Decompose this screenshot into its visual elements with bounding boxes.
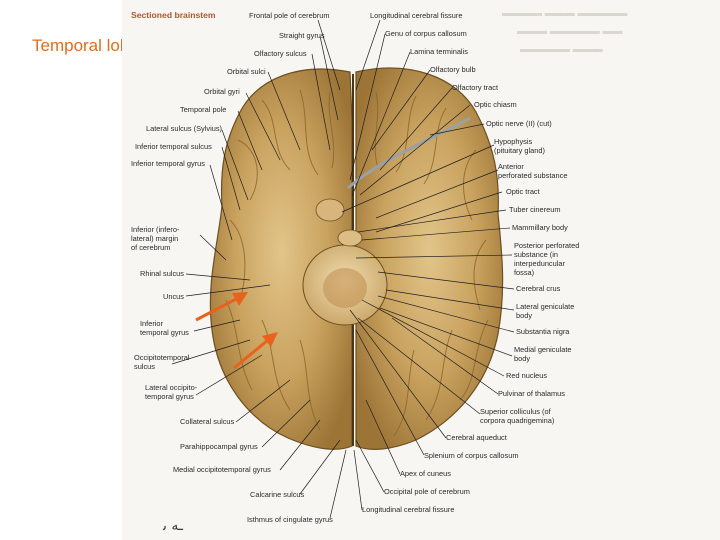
label-frontal-pole: Frontal pole of cerebrum (249, 11, 330, 20)
label-inferior-margin-3: of cerebrum (131, 243, 170, 252)
right-hemisphere (355, 67, 504, 450)
label-cerebral-crus: Cerebral crus (516, 284, 561, 293)
label-occipital-pole: Occipital pole of cerebrum (384, 487, 470, 496)
label-anterior-perforated-b: perforated substance (498, 171, 567, 180)
label-optic-tract: Optic tract (506, 187, 540, 196)
label-isthmus-cingulate: Isthmus of cingulate gyrus (247, 515, 333, 524)
label-inferior-temporal-gyrus-2a: Inferior (140, 319, 164, 328)
label-medial-geniculate-b: body (514, 354, 530, 363)
scan-artifact: ـﻪ ﯨ (163, 518, 183, 534)
label-lamina-terminalis: Lamina terminalis (410, 47, 468, 56)
orange-arrow-icon (195, 292, 278, 370)
label-lateral-occipitotemporal-a: Lateral occipito- (145, 383, 198, 392)
label-mammillary-body: Mammillary body (512, 223, 568, 232)
label-optic-nerve: Optic nerve (II) (cut) (486, 119, 552, 128)
label-uncus: Uncus (163, 292, 184, 301)
label-apex-cuneus: Apex of cuneus (400, 469, 451, 478)
hypophysis (315, 198, 345, 222)
label-inferior-margin-2: lateral) margin (131, 234, 178, 243)
label-red-nucleus: Red nucleus (506, 371, 547, 380)
gyri-texture (225, 89, 489, 437)
label-orbital-gyri: Orbital gyri (204, 87, 240, 96)
label-orbital-sulci: Orbital sulci (227, 67, 266, 76)
label-olfactory-tract: Olfactory tract (452, 83, 498, 92)
label-lateral-occipitotemporal-b: temporal gyrus (145, 392, 194, 401)
slide-title: Temporal lobe (32, 36, 139, 55)
label-rhinal-sulcus: Rhinal sulcus (140, 269, 184, 278)
label-lateral-geniculate-a: Lateral geniculate (516, 302, 574, 311)
label-pulvinar: Pulvinar of thalamus (498, 389, 565, 398)
label-hypophysis-b: (pituitary gland) (494, 146, 545, 155)
label-collateral-sulcus: Collateral sulcus (180, 417, 235, 426)
label-posterior-perforated-d: fossa) (514, 268, 534, 277)
label-medial-occipitotemporal-gyrus: Medial occipitotemporal gyrus (173, 465, 271, 474)
label-olfactory-bulb: Olfactory bulb (430, 65, 476, 74)
label-inferior-temporal-sulcus: Inferior temporal sulcus (135, 142, 212, 151)
label-superior-colliculus-a: Superior colliculus (of (480, 407, 552, 416)
label-calcarine-sulcus: Calcarine sulcus (250, 490, 305, 499)
label-inferior-margin-1: Inferior (infero- (131, 225, 180, 234)
label-inferior-temporal-gyrus: Inferior temporal gyrus (131, 159, 205, 168)
ghost-text: ▬▬▬▬▬ ▬▬▬ (520, 44, 603, 55)
label-cerebral-aqueduct: Cerebral aqueduct (446, 433, 507, 442)
label-temporal-pole: Temporal pole (180, 105, 226, 114)
label-posterior-perforated-b: substance (in (514, 250, 558, 259)
label-posterior-perforated-c: interpeduncular (514, 259, 565, 268)
label-longitudinal-fissure: Longitudinal cerebral fissure (370, 11, 462, 20)
optic-nerve (347, 116, 471, 190)
label-substantia-nigra: Substantia nigra (516, 327, 570, 336)
label-inferior-temporal-gyrus-2b: temporal gyrus (140, 328, 189, 337)
label-lateral-sulcus: Lateral sulcus (Sylvius) (146, 124, 222, 133)
label-olfactory-sulcus: Olfactory sulcus (254, 49, 307, 58)
label-parahippocampal-gyrus: Parahippocampal gyrus (180, 442, 258, 451)
ghost-text: ▬▬▬▬ ▬▬▬ ▬▬▬▬▬ (502, 8, 628, 19)
label-tuber-cinereum: Tuber cinereum (509, 205, 560, 214)
mammillary-bodies (337, 229, 363, 247)
label-superior-colliculus-b: corpora quadrigemina) (480, 416, 554, 425)
leader-lines-right (341, 19, 515, 511)
label-straight-gyrus: Straight gyrus (279, 31, 325, 40)
ghost-text: ▬▬▬ ▬▬▬▬▬ ▬▬ (517, 26, 623, 37)
label-optic-chiasm: Optic chiasm (474, 100, 517, 109)
label-lateral-geniculate-b: body (516, 311, 532, 320)
label-medial-geniculate-a: Medial geniculate (514, 345, 572, 354)
label-occipitotemporal-sulcus-a: Occipitotemporal (134, 353, 190, 362)
label-genu-corpus-callosum: Genu of corpus callosum (385, 29, 467, 38)
leader-lines-left (171, 19, 347, 519)
midbrain-inner (323, 268, 367, 308)
label-occipitotemporal-sulcus-b: sulcus (134, 362, 155, 371)
plate-heading: Sectioned brainstem (131, 10, 216, 20)
label-anterior-perforated-a: Anterior (498, 162, 524, 171)
label-posterior-perforated-a: Posterior perforated (514, 241, 579, 250)
label-longitudinal-fissure-posterior: Longitudinal cerebral fissure (362, 505, 454, 514)
label-hypophysis-a: Hypophysis (494, 137, 533, 146)
label-splenium: Splenium of corpus callosum (424, 451, 518, 460)
